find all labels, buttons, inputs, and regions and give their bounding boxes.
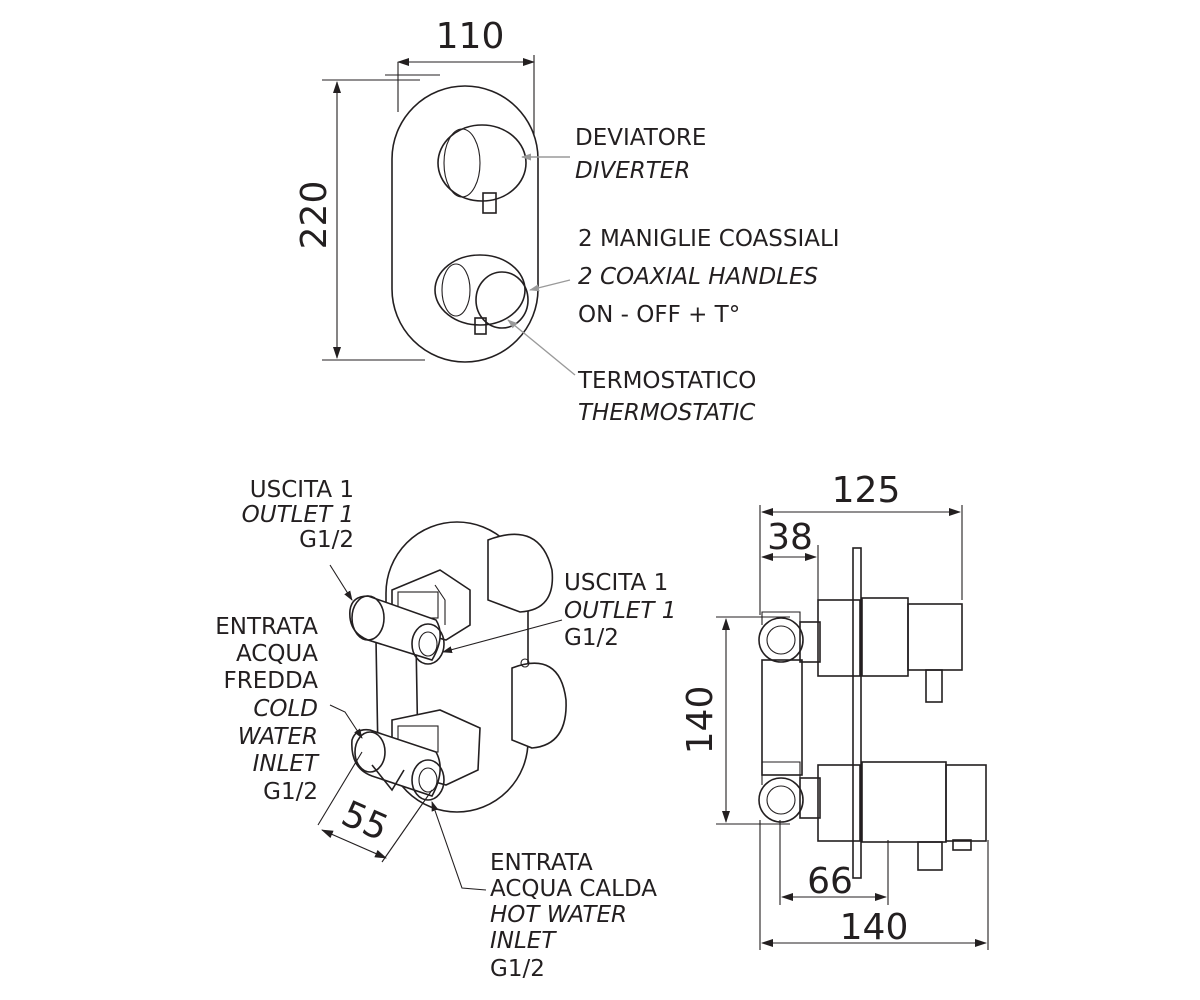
label-thermostatic-en: THERMOSTATIC — [578, 400, 755, 426]
label-cold-it-1: ENTRATA — [215, 614, 318, 640]
front-plate — [391, 85, 539, 363]
label-cold-en-2: WATER — [238, 724, 318, 750]
coaxial-handles-knob — [434, 254, 529, 335]
label-cold-it-2: ACQUA — [236, 641, 318, 667]
label-outlet-left-en: OUTLET 1 — [242, 502, 354, 528]
label-outlet-right-thread: G1/2 — [564, 625, 619, 651]
dim-inlet-spacing: 140 — [680, 686, 721, 755]
label-cold-thread: G1/2 — [263, 779, 318, 805]
label-hot-it-2: ACQUA CALDA — [490, 876, 657, 902]
label-outlet-left-it: USCITA 1 — [250, 477, 354, 503]
dim-depth-total: 125 — [832, 470, 901, 511]
dim-front-height: 220 — [294, 181, 335, 250]
dim-front-width: 110 — [436, 16, 505, 57]
label-cold-en-3: INLET — [253, 751, 320, 777]
label-handles-note: ON - OFF + T° — [578, 302, 740, 328]
diverter-knob — [437, 124, 527, 214]
side-view: 125 38 140 66 140 — [680, 470, 989, 950]
label-hot-thread: G1/2 — [490, 956, 545, 982]
label-thermostatic-it: TERMOSTATICO — [577, 368, 756, 394]
label-diverter-en: DIVERTER — [575, 158, 690, 184]
dim-inlet-depth-side: 55 — [335, 793, 394, 849]
label-outlet-left-thread: G1/2 — [299, 527, 354, 553]
label-outlet-right-it: USCITA 1 — [564, 570, 668, 596]
label-handles-en: 2 COAXIAL HANDLES — [578, 264, 818, 290]
label-hot-en-1: HOT WATER — [490, 902, 627, 928]
dim-depth-body: 38 — [767, 517, 813, 558]
label-diverter-it: DEVIATORE — [575, 125, 706, 151]
dim-overall-depth: 140 — [840, 907, 909, 948]
label-outlet-right-en: OUTLET 1 — [564, 598, 676, 624]
label-cold-it-3: FREDDA — [224, 668, 319, 694]
dim-plate-offset: 66 — [807, 861, 853, 902]
isometric-view: 55 — [317, 521, 567, 891]
label-hot-en-2: INLET — [490, 928, 557, 954]
label-hot-it-1: ENTRATA — [490, 850, 593, 876]
front-view: 110 220 — [294, 16, 576, 376]
side-plate — [852, 547, 862, 879]
label-handles-it: 2 MANIGLIE COASSIALI — [578, 226, 840, 252]
label-cold-en-1: COLD — [253, 696, 318, 722]
